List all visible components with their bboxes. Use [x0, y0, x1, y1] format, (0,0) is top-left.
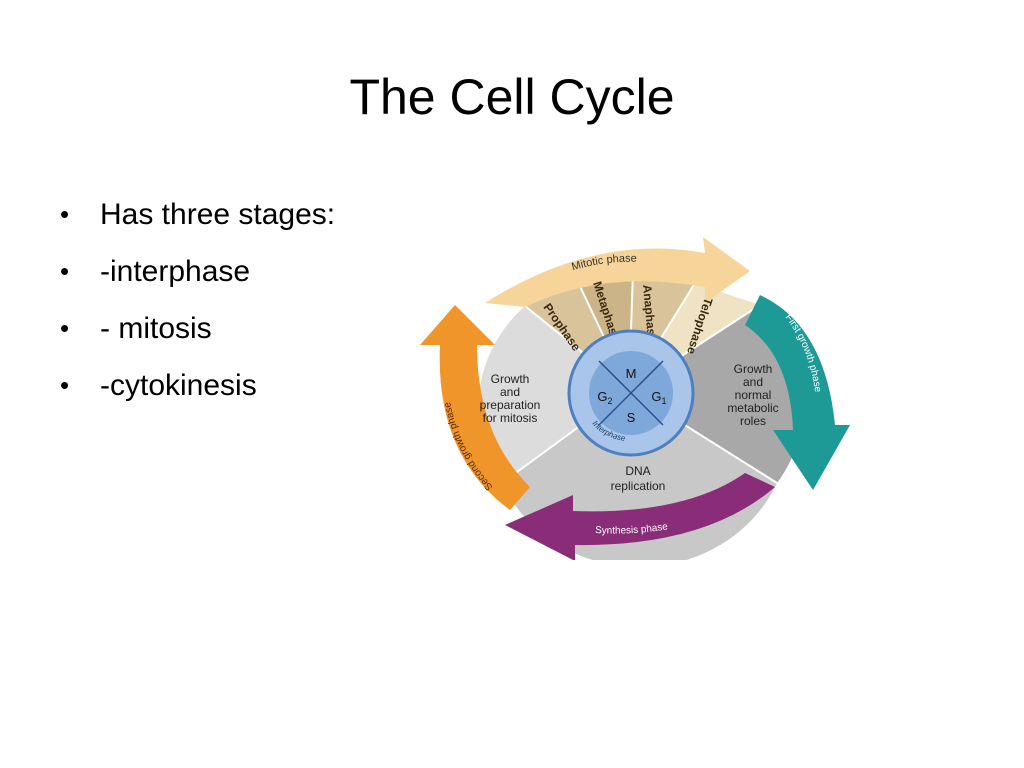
right-segment-line: roles	[740, 414, 766, 428]
bullet-text: -interphase	[100, 255, 251, 288]
bullet-item: • - mitosis	[60, 300, 335, 357]
center-g1-label: G1	[651, 389, 666, 406]
growth-preparation-wedge	[478, 306, 629, 483]
center-g2-label: G2	[597, 389, 612, 406]
bullet-dot: •	[60, 256, 70, 286]
bullet-item: • Has three stages:	[60, 186, 335, 243]
bullet-dot: •	[60, 199, 70, 229]
bullet-list: • Has three stages: • -interphase • - mitos…	[60, 186, 335, 414]
bullet-text: Has three stages:	[100, 198, 336, 231]
bullet-dot: •	[60, 313, 70, 343]
center-s-label: S	[627, 410, 636, 425]
mitotic-phase-arrow	[485, 237, 750, 307]
bullet-text: -cytokinesis	[100, 369, 257, 402]
bullet-item: • -interphase	[60, 243, 335, 300]
first-growth-arrow	[745, 295, 850, 490]
left-segment-line: Growth	[491, 372, 530, 386]
bottom-segment-line: DNA	[625, 464, 650, 478]
second-growth-arrow	[420, 305, 530, 510]
slide-title: The Cell Cycle	[349, 69, 675, 125]
left-segment-line: and	[500, 385, 520, 399]
bullet-dot: •	[60, 370, 70, 400]
growth-metabolic-wedge	[629, 305, 804, 483]
right-segment-line: metabolic	[727, 401, 778, 415]
synthesis-arrow	[505, 473, 775, 560]
left-segment-line: preparation	[480, 398, 541, 412]
right-segment-line: Growth	[734, 362, 773, 376]
bullet-text: - mitosis	[100, 312, 212, 345]
right-segment-line: and	[743, 375, 763, 389]
right-segment-line: normal	[735, 388, 772, 402]
anaphase-label: Anaphase	[640, 284, 659, 343]
left-segment-line: for mitosis	[483, 411, 538, 425]
cell-cycle-diagram: Mitotic phase First growth phase Second …	[420, 237, 850, 560]
bullet-item: • -cytokinesis	[60, 357, 335, 414]
center-m-label: M	[626, 366, 637, 381]
bottom-segment-line: replication	[611, 479, 666, 493]
